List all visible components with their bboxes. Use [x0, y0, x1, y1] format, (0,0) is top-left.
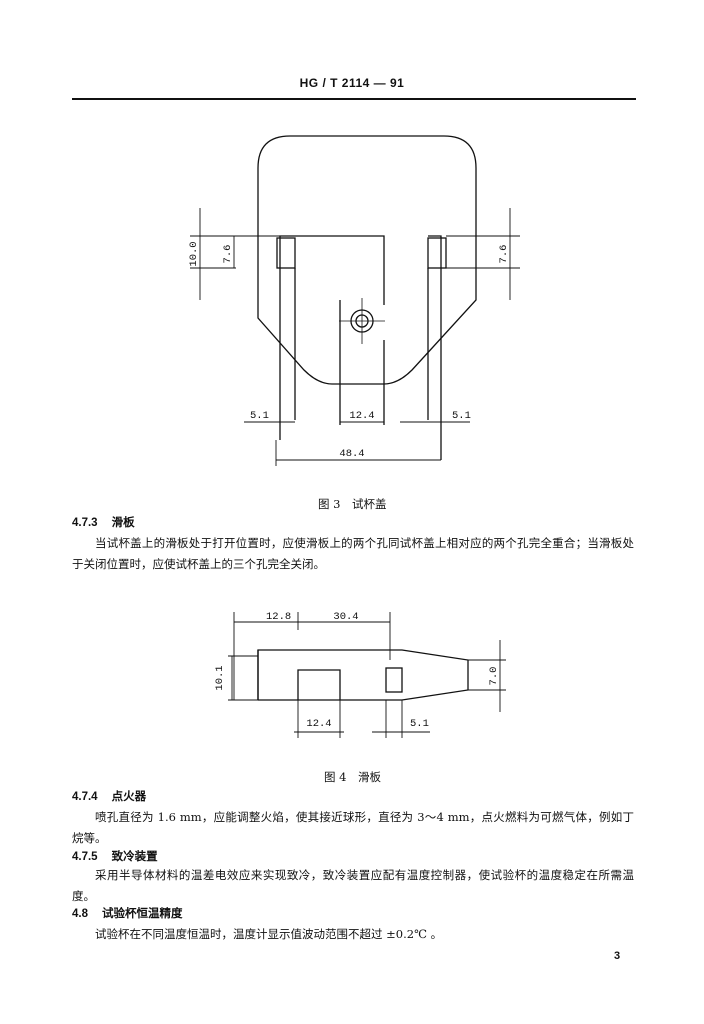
section-4-7-4-heading: 4.7.4 点火器 — [72, 788, 146, 804]
fig3-dim-total: 48.4 — [339, 448, 364, 460]
fig4-dim-top-right: 30.4 — [333, 611, 358, 623]
figure-4-drawing: 12.8 30.4 10.1 7.0 12.4 5.1 — [214, 611, 506, 738]
page-header: HG / T 2114 — 91 — [299, 76, 405, 90]
section-4-7-3-text: 当试杯盖上的滑板处于打开位置时，应使滑板上的两个孔同试杯盖上相对应的两个孔完全重… — [72, 536, 634, 571]
page-number: 3 — [614, 950, 621, 962]
section-title: 点火器 — [111, 789, 147, 803]
fig3-dim-left-inner: 7.6 — [222, 245, 234, 264]
fig3-dim-right-inner: 7.6 — [498, 245, 510, 264]
section-number: 4.7.3 — [72, 517, 98, 529]
section-number: 4.7.5 — [72, 851, 98, 863]
section-number: 4.7.4 — [72, 791, 98, 803]
fig4-dim-top-left: 12.8 — [266, 611, 291, 623]
figure-4-caption: 图 4 滑板 — [324, 770, 381, 784]
figure-3-drawing: 10.0 7.6 7.6 5.1 12.4 5.1 48.4 — [188, 135, 520, 466]
section-4-8-heading: 4.8 试验杯恒温精度 — [72, 905, 183, 921]
section-title: 滑板 — [111, 515, 135, 529]
section-4-7-5-text: 采用半导体材料的温差电效应来实现致冷，致冷装置应配有温度控制器，使试验杯的温度稳… — [72, 868, 634, 903]
fig4-dim-left: 10.1 — [214, 665, 226, 690]
fig3-dim-left-outer: 10.0 — [188, 241, 200, 266]
section-4-7-5-heading: 4.7.5 致冷装置 — [72, 848, 158, 864]
fig3-dim-bottom-mid: 12.4 — [349, 410, 374, 422]
section-title: 试验杯恒温精度 — [102, 906, 183, 920]
section-4-7-3-heading: 4.7.3 滑板 — [72, 514, 135, 530]
figure-3-caption: 图 3 试杯盖 — [318, 497, 387, 511]
section-4-7-4-text: 喷孔直径为 1.6 mm，应能调整火焰，使其接近球形，直径为 3～4 mm，点火… — [72, 810, 634, 845]
fig4-dim-bottom-right: 5.1 — [410, 718, 429, 730]
fig4-dim-right: 7.0 — [488, 667, 500, 686]
section-number: 4.8 — [72, 908, 88, 920]
section-title: 致冷装置 — [111, 849, 158, 863]
fig3-dim-bottom-right: 5.1 — [452, 410, 471, 422]
header-rule — [72, 98, 636, 100]
section-4-8-text: 试验杯在不同温度恒温时，温度计显示值波动范围不超过 ±0.2℃ 。 — [95, 927, 443, 941]
fig3-dim-bottom-left: 5.1 — [250, 410, 269, 422]
fig4-dim-bottom-left: 12.4 — [306, 718, 331, 730]
